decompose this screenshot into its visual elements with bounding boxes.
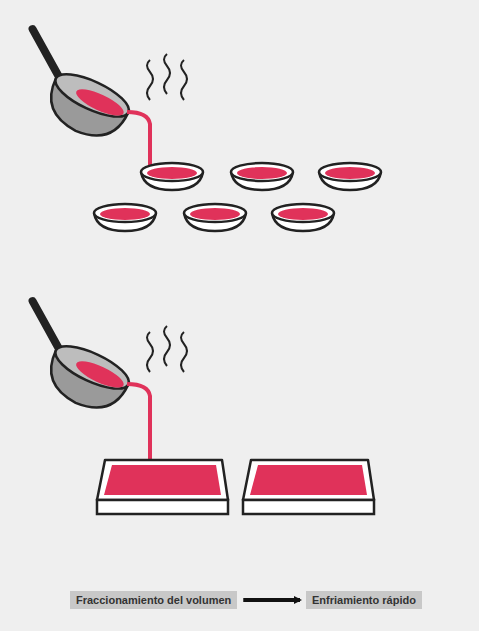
liquid-stream	[127, 112, 150, 172]
bowl	[141, 163, 203, 190]
bowl	[231, 163, 293, 190]
label-box: Enfriamiento rápido	[306, 591, 422, 609]
bowl	[94, 204, 156, 231]
box-text: Enfriamiento rápido	[312, 594, 416, 606]
bottom-pour	[1, 301, 374, 514]
tray	[97, 460, 228, 514]
label-box: Fraccionamiento del volumen	[70, 591, 237, 609]
pan	[1, 301, 187, 420]
top-pour	[1, 29, 381, 231]
flow-arrow	[243, 598, 300, 602]
box-text: Fraccionamiento del volumen	[76, 594, 231, 606]
bowl	[184, 204, 246, 231]
bowl	[272, 204, 334, 231]
tray	[243, 460, 374, 514]
pan	[1, 29, 187, 148]
bowl	[319, 163, 381, 190]
